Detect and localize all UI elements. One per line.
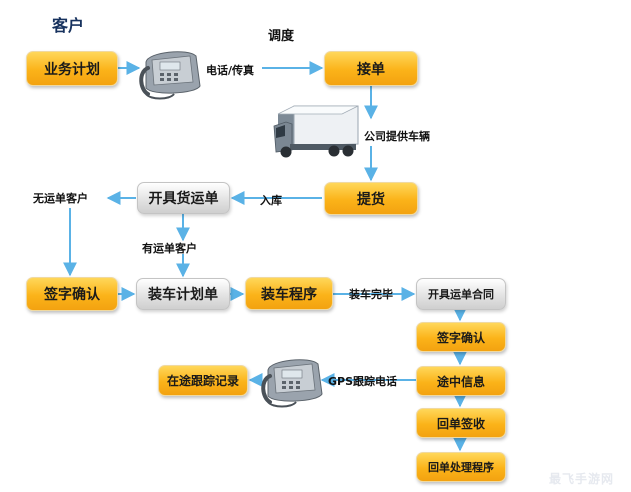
sign-confirm-right-box: 签字确认	[416, 322, 506, 352]
issue-contract-box: 开具运单合同	[416, 278, 506, 310]
tracking-record-box: 在途跟踪记录	[158, 365, 248, 396]
label-phone-fax: 电话/传真	[206, 64, 255, 77]
loading-plan-box: 装车计划单	[136, 278, 230, 310]
in-transit-info-box: 途中信息	[416, 366, 506, 396]
issue-waybill-box: 开具货运单	[137, 182, 230, 214]
receipt-sign-box: 回单签收	[416, 408, 506, 438]
customer-title: 客户	[52, 16, 85, 35]
label-no-waybill-customer: 无运单客户	[33, 192, 88, 205]
label-company-vehicle: 公司提供车辆	[364, 130, 430, 143]
label-loading-done: 装车完毕	[349, 288, 393, 301]
truck-icon	[273, 105, 359, 158]
phone-icon	[139, 51, 201, 100]
watermark: 最飞手游网	[549, 472, 615, 486]
label-gps-phone: GPS跟踪电话	[328, 375, 398, 388]
receipt-procedure-box: 回单处理程序	[416, 452, 506, 482]
dispatch-title: 调度	[268, 29, 295, 44]
label-has-waybill-customer: 有运单客户	[142, 242, 197, 255]
business-plan-box: 业务计划	[26, 51, 118, 86]
phone-icon	[261, 359, 323, 408]
pickup-box: 提货	[324, 182, 418, 215]
sign-confirm-left-box: 签字确认	[26, 277, 118, 311]
loading-procedure-box: 装车程序	[245, 277, 333, 310]
order-accept-box: 接单	[324, 51, 418, 86]
label-warehousing: 入库	[260, 194, 282, 207]
